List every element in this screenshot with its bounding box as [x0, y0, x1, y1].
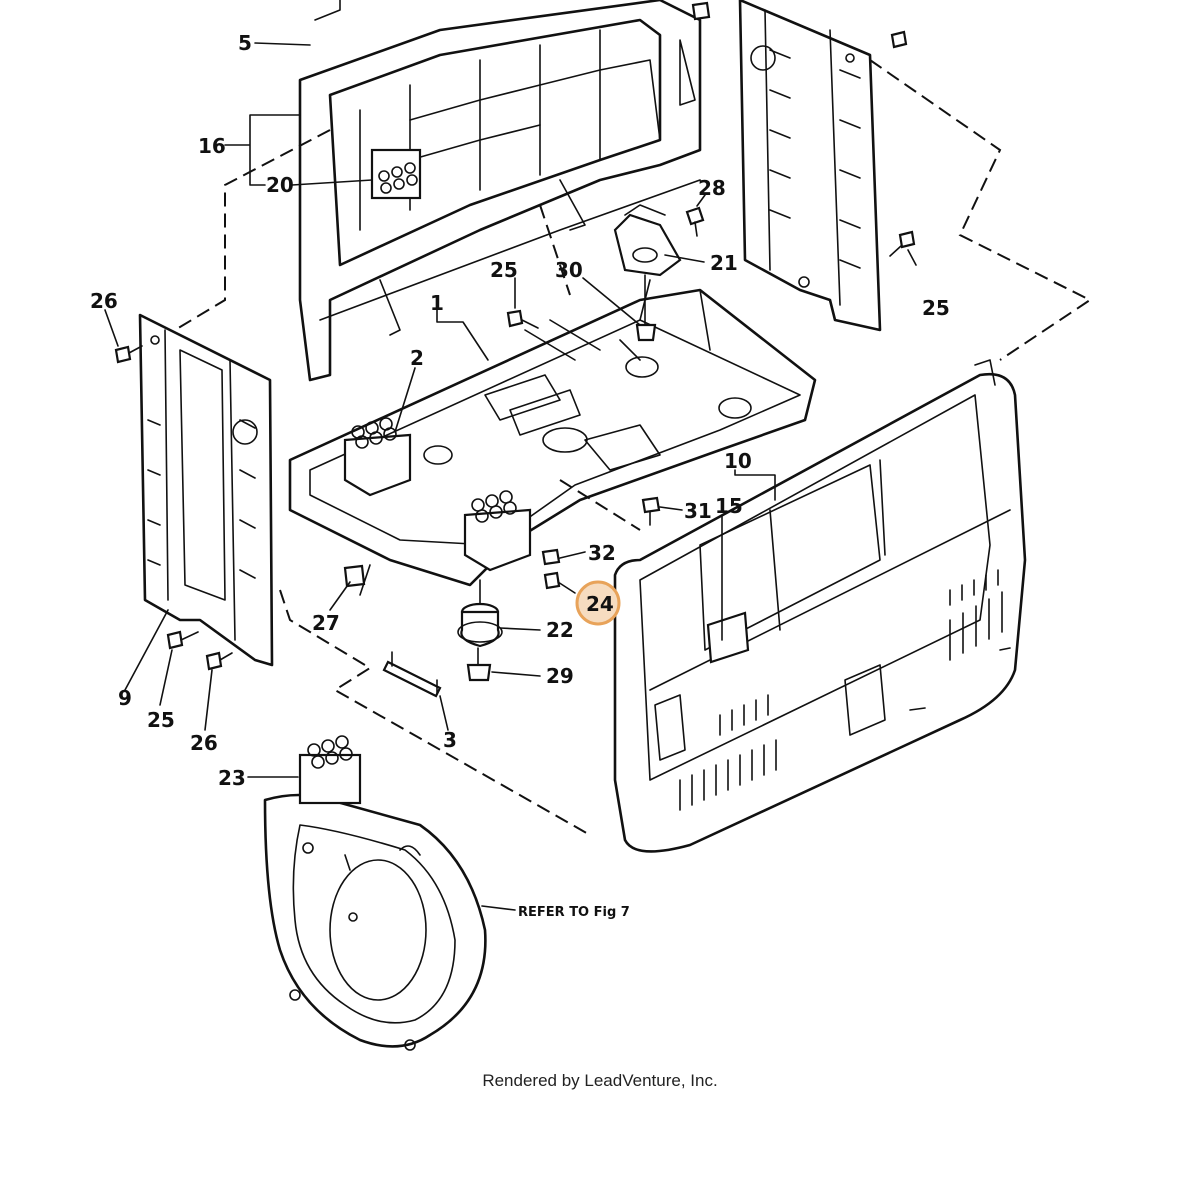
refer-to-fig-7-note: REFER TO Fig 7	[518, 905, 630, 920]
callout-2[interactable]: 2	[410, 346, 424, 370]
callout-28[interactable]: 28	[698, 176, 726, 200]
callout-25[interactable]: 25	[490, 258, 518, 282]
base-frame	[288, 279, 817, 587]
fan-housing	[263, 793, 487, 1051]
bolt-29	[466, 647, 492, 682]
isolator-mount-22	[457, 579, 503, 648]
callout-21[interactable]: 21	[710, 251, 738, 275]
assembly-guide-lines	[174, 59, 1092, 836]
callout-26[interactable]: 26	[90, 289, 118, 313]
callout-26[interactable]: 26	[190, 731, 218, 755]
callout-29[interactable]: 29	[546, 664, 574, 688]
callout-31[interactable]: 31	[684, 499, 712, 523]
callout-9[interactable]: 9	[118, 686, 132, 710]
callout-15[interactable]: 15	[715, 494, 743, 518]
callout-22[interactable]: 22	[546, 618, 574, 642]
top-rear-panel	[298, 0, 702, 382]
callout-32[interactable]: 32	[588, 541, 616, 565]
front-panel	[613, 359, 1027, 853]
vent-slots-lower	[679, 694, 777, 811]
mount-block-right	[463, 490, 532, 572]
callout-3[interactable]: 3	[443, 728, 457, 752]
callout-5[interactable]: 5	[238, 31, 252, 55]
render-credit: Rendered by LeadVenture, Inc.	[482, 1071, 718, 1090]
bracket-21	[613, 204, 682, 342]
callout-23[interactable]: 23	[218, 766, 246, 790]
callout-24[interactable]: 24	[586, 592, 614, 616]
vent-slots-upper	[949, 569, 1003, 661]
callout-1[interactable]: 1	[430, 291, 444, 315]
leader-lines	[104, 42, 917, 911]
callout-labels: 5 16 20 28 21 25 30 25 26 1 2 10 31 15 3…	[90, 31, 950, 920]
mount-block-left	[343, 417, 412, 497]
left-side-panel	[138, 313, 274, 667]
callout-10[interactable]: 10	[724, 449, 752, 473]
strap-3	[382, 651, 442, 698]
callout-16[interactable]: 16	[198, 134, 226, 158]
right-side-panel	[738, 0, 882, 332]
callout-27[interactable]: 27	[312, 611, 340, 635]
callout-20[interactable]: 20	[266, 173, 294, 197]
callout-30[interactable]: 30	[555, 258, 583, 282]
hardware-bolts	[114, 1, 916, 671]
highlight-24	[575, 580, 621, 626]
callout-25[interactable]: 25	[922, 296, 950, 320]
mount-block-23	[298, 735, 362, 805]
callout-25[interactable]: 25	[147, 708, 175, 732]
